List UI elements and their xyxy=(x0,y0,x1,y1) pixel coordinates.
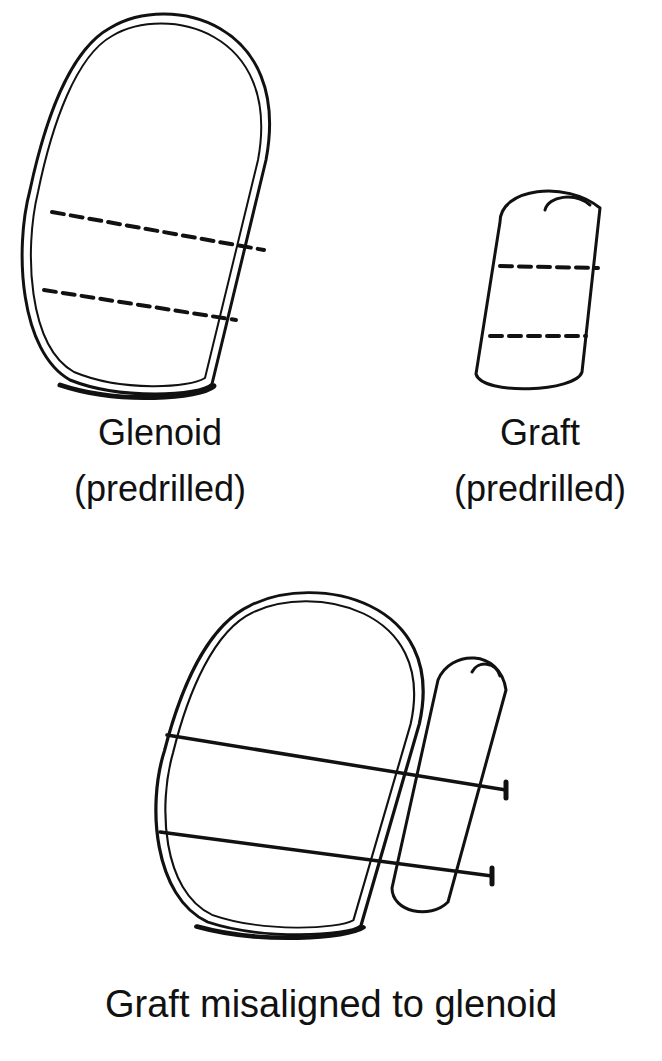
graft-outline xyxy=(392,658,506,912)
drill-line xyxy=(490,266,598,336)
graft-outline xyxy=(476,191,600,389)
screw-line xyxy=(160,735,506,884)
glenoid-outline xyxy=(22,14,269,398)
figure-label: Graft (predrilled) xyxy=(430,405,650,517)
figure-label: Graft misaligned to glenoid xyxy=(11,975,651,1034)
drill-line xyxy=(44,212,264,320)
glenoid-outline xyxy=(156,593,423,938)
figure-label: Glenoid (predrilled) xyxy=(35,405,285,517)
